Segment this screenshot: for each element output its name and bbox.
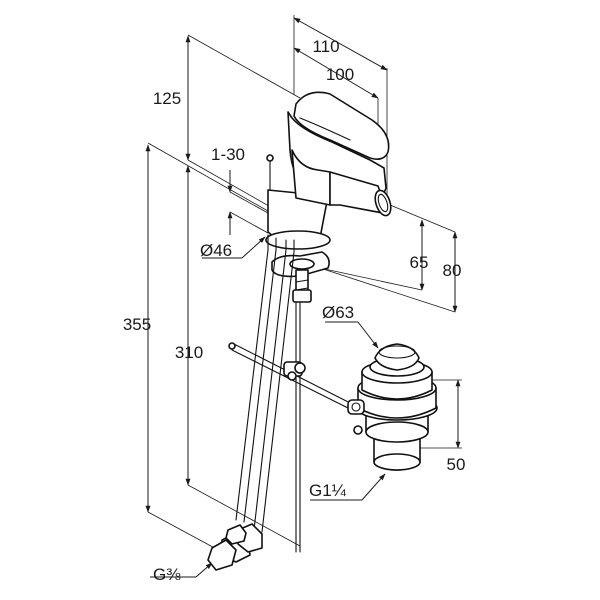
- label-80: 80: [443, 261, 462, 280]
- spout-aerator: [374, 189, 392, 217]
- label-310: 310: [175, 343, 203, 362]
- dim-line-100: [293, 47, 379, 99]
- label-100: 100: [326, 65, 354, 84]
- hose-left: [235, 234, 269, 521]
- label-50: 50: [447, 455, 466, 474]
- label-110: 110: [312, 37, 339, 56]
- pop-up-waste: [347, 343, 438, 471]
- faucet-spout: [329, 171, 389, 215]
- label-dia-46: Ø46: [200, 241, 232, 260]
- faucet-body: [265, 91, 392, 303]
- label-thread-g1-1-4: G1¼: [309, 481, 347, 500]
- label-1-30: 1-30: [211, 145, 245, 164]
- supply-hoses: [207, 234, 361, 571]
- dimension-lines: [145, 15, 462, 578]
- label-thread-g3-8: G⅜: [153, 565, 181, 584]
- label-65: 65: [410, 253, 429, 272]
- dimension-labels: 110 100 125 1-30 Ø46 65 80 Ø63 355 310 5…: [123, 37, 466, 584]
- label-125: 125: [153, 89, 181, 108]
- faucet-lever: [293, 91, 390, 160]
- label-dia-63: Ø63: [322, 303, 354, 322]
- dim-line-110: [293, 17, 388, 71]
- label-355: 355: [123, 315, 151, 334]
